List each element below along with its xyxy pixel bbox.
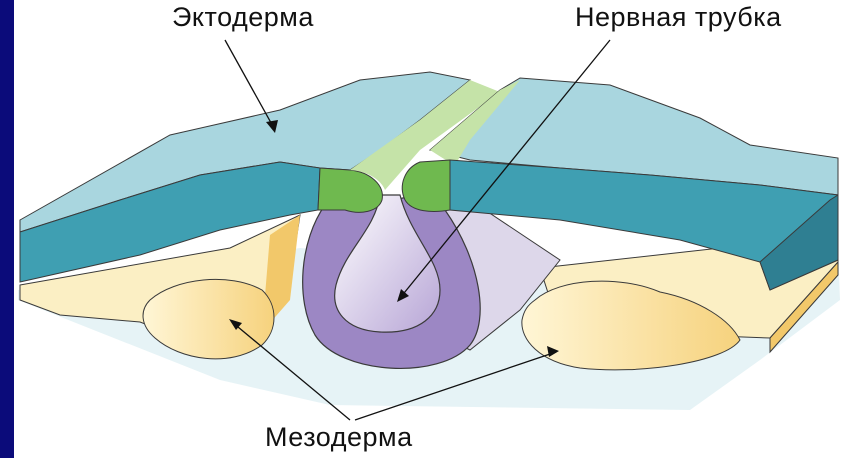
- label-mesoderm: Мезодерма: [265, 422, 413, 453]
- label-neural-tube: Нервная трубка: [575, 2, 782, 33]
- neural-fold-right: [402, 160, 450, 211]
- label-ectoderm: Эктодерма: [172, 2, 314, 33]
